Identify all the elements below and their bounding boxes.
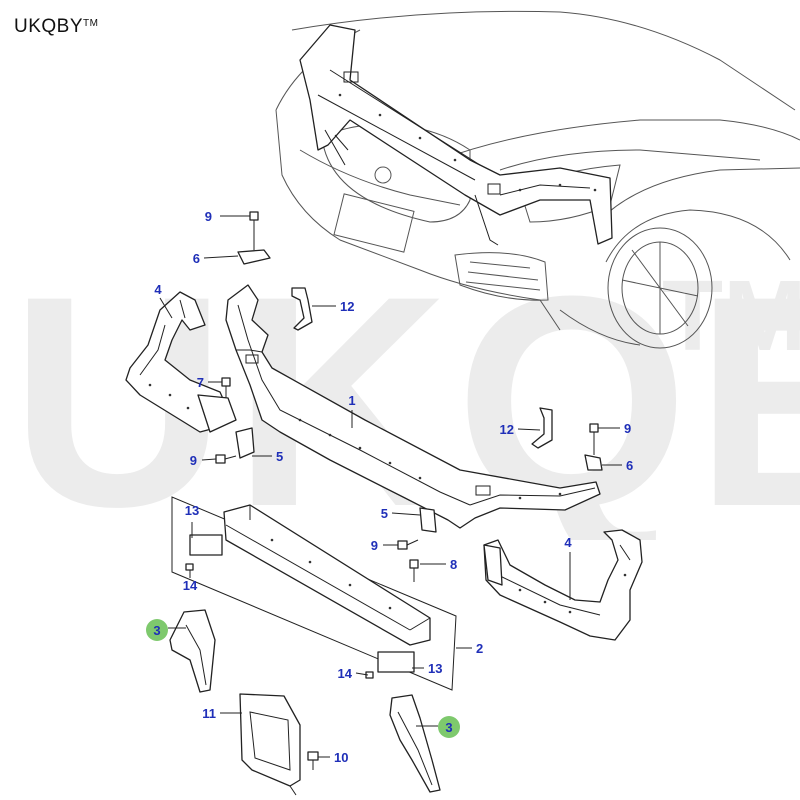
part-3-left-bracket [169,609,216,693]
highlight-circle-3-left [146,619,168,641]
part-12-upper-bracket [291,287,313,331]
part-2-bumper-reinforcement-group [171,496,457,691]
callout-4-right: 4 [564,535,572,550]
callout-1: 1 [348,393,355,408]
brand-name: UKQBY [14,16,84,37]
part-5-lower-bracket [419,507,437,533]
callout-9-mid: 9 [190,453,197,468]
part-6-washer-right [584,454,603,471]
part-11-bracket-frame [239,693,301,796]
callout-11: 11 [202,706,216,721]
part-9-bolts [215,211,599,550]
callout-7: 7 [197,375,204,390]
callout-14-top: 14 [183,578,198,593]
callout-6-right: 6 [626,458,633,473]
callout-2: 2 [476,641,483,656]
callout-8: 8 [450,557,457,572]
callout-13-top: 13 [185,503,199,518]
part-1-bumper-support-beam [225,284,601,529]
brand-label: UKQBYTM [14,16,98,38]
part-5-left-bracket [235,427,255,459]
leader-lines [159,215,622,758]
callout-9-lower: 9 [371,538,378,553]
brand-tm: TM [83,18,99,29]
callout-13-bottom: 13 [428,661,442,676]
part-12-right-bracket [531,407,553,449]
part-6-washer-top [237,249,271,265]
highlight-circle-3-right [438,716,460,738]
callout-9-right: 9 [624,421,631,436]
part-4-right-side-support [483,529,643,641]
part-4-left-side-support [125,291,237,433]
callout-5-lower: 5 [381,506,388,521]
callout-10: 10 [334,750,348,765]
callout-3-left: 3 [153,623,160,638]
watermark-tm: TM [662,260,800,372]
car-front-outline [275,10,800,349]
callout-14-bottom: 14 [338,666,353,681]
part-3-right-bracket [389,694,441,793]
callout-12-top: 12 [340,299,354,314]
callout-3-right: 3 [445,720,452,735]
callout-9-top: 9 [205,209,212,224]
callout-6-top: 6 [193,251,200,266]
part-10-screw [307,751,319,770]
callout-12-right: 12 [500,422,514,437]
callout-4-left: 4 [154,282,162,297]
callout-5-mid: 5 [276,449,283,464]
callout-labels: 9 6 4 12 7 1 9 5 12 9 6 5 9 8 4 13 14 3 … [153,209,633,765]
